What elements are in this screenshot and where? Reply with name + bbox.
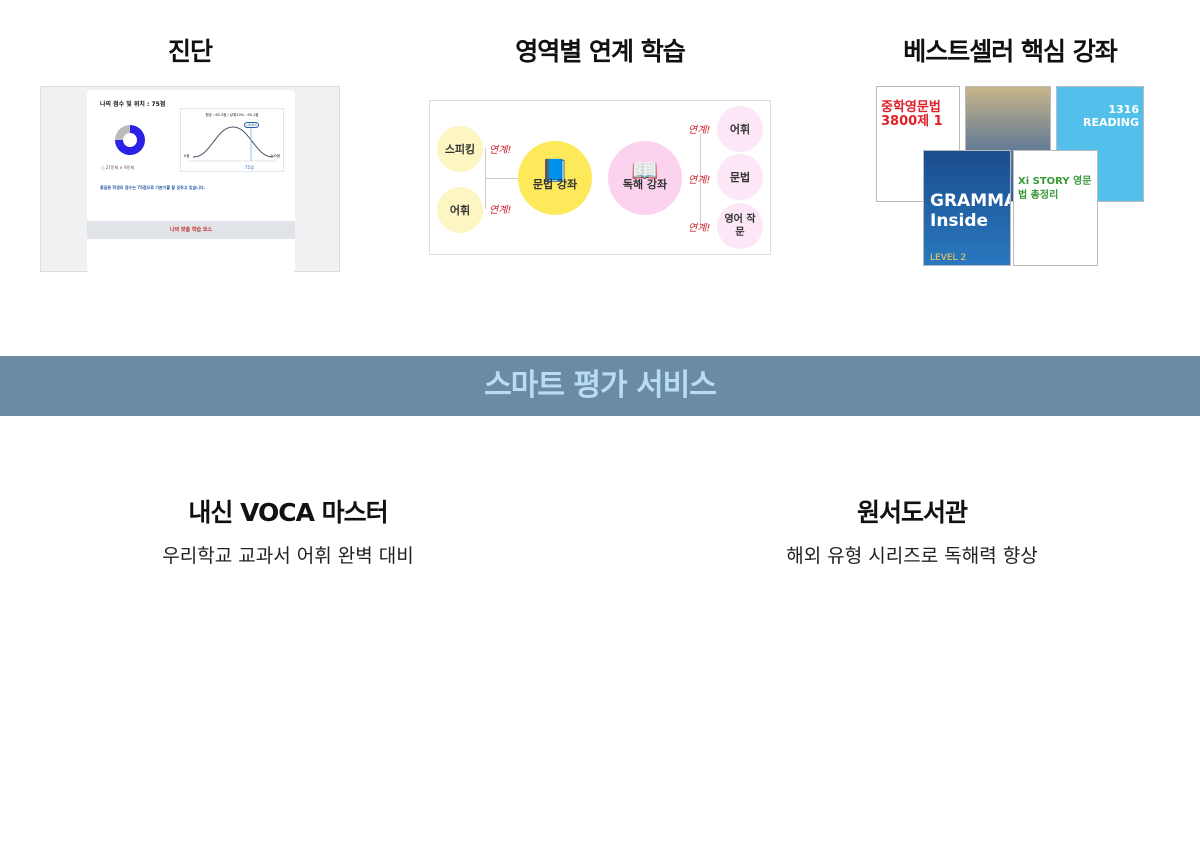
node-grammar-right: 문법 [717, 154, 763, 200]
service-voca-master[interactable]: 내신 VOCA 마스터 우리학교 교과서 어휘 완벽 대비 [88, 493, 488, 568]
linkage-title: 영역별 연계 학습 [515, 37, 685, 66]
legend-wrong: 9문제 [124, 165, 135, 170]
bestseller-title: 베스트셀러 핵심 강좌 [903, 37, 1117, 66]
open-book-icon: 📖 [631, 159, 659, 184]
legend-correct: 27문제 [105, 165, 119, 170]
book-cover[interactable]: Xi STORY 영문법 총정리 [1013, 150, 1098, 266]
service-title: 내신 VOCA 마스터 [188, 498, 388, 527]
node-vocab-right: 어휘 [717, 106, 763, 152]
bell-curve [189, 125, 277, 162]
min-label: 0점 [184, 154, 190, 158]
smart-assessment-banner: 스마트 평가 서비스 [0, 356, 1200, 416]
node-grammar-course: 📘문법 강좌 [518, 141, 592, 215]
service-desc: 해외 유형 시리즈로 독해력 향상 [786, 545, 1038, 567]
service-book-library[interactable]: 원서도서관 해외 유형 시리즈로 독해력 향상 [712, 493, 1112, 568]
diagnosis-title: 진단 [167, 37, 213, 66]
score-donut [115, 125, 145, 155]
my-position-label: 나의위치 [244, 122, 260, 128]
score-label: 75점 [245, 165, 254, 170]
course-band: 나의 맞춤 학습 코스 [87, 221, 295, 239]
linkage-diagram: 스피킹 어휘 연계! 연계! 📘문법 강좌 📖독해 강좌 연계! 연계! 연계!… [429, 100, 771, 255]
link-tag: 연계! [688, 175, 711, 186]
distribution-graph: 평균 : 65.2점 / 상위10% : 90.1점 나의위치 0점 100점 … [180, 108, 284, 172]
link-tag: 연계! [489, 205, 512, 216]
summary-text: 홍길동 학생의 점수는 75점으로 기본기를 잘 갖추고 있습니다. [100, 185, 206, 190]
link-tag: 연계! [489, 145, 512, 156]
node-writing: 영어 작문 [717, 203, 763, 249]
book-cover[interactable]: 중학영문법 3800제 1 [876, 86, 960, 202]
node-vocab-left: 어휘 [437, 187, 483, 233]
link-tag: 연계! [688, 223, 711, 234]
score-heading: 나의 점수 및 위치 : 75점 [100, 101, 166, 108]
node-speaking: 스피킹 [437, 126, 483, 172]
book-icon: 📘 [541, 159, 569, 184]
diagnosis-image: 나의 점수 및 위치 : 75점 ○ 27문제 × 9문제 평균 : 65.2점… [40, 86, 340, 273]
graph-label: 평균 : 65.2점 / 상위10% : 90.1점 [205, 113, 259, 117]
link-tag: 연계! [688, 125, 711, 136]
node-reading-course: 📖독해 강좌 [608, 141, 682, 215]
max-label: 100점 [270, 154, 280, 158]
service-title: 원서도서관 [856, 498, 968, 527]
service-desc: 우리학교 교과서 어휘 완벽 대비 [162, 545, 414, 567]
